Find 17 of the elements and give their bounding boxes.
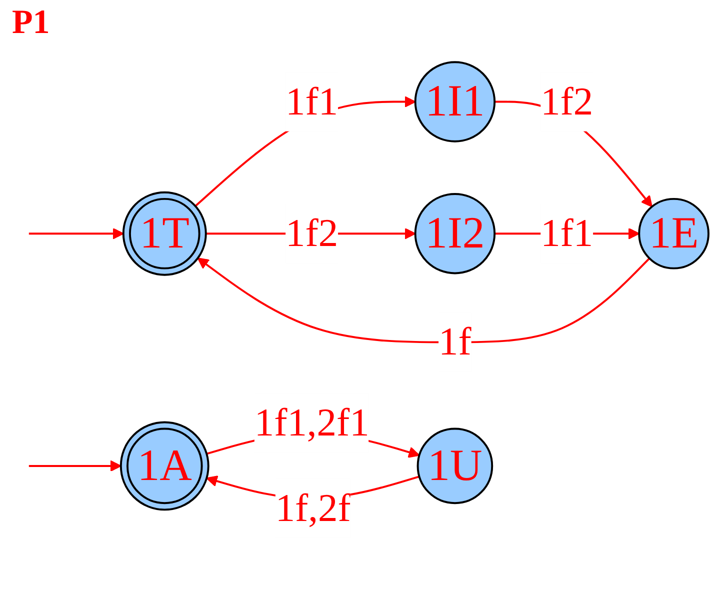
node-circle: 1I2 <box>414 193 496 274</box>
node-circle: 1A <box>120 421 210 511</box>
edge-label: 1f1,2f1 <box>254 402 370 445</box>
edge-label: 1f <box>438 320 472 364</box>
edge-label: 1f,2f <box>275 486 351 530</box>
edge-label: 1f2 <box>540 80 594 124</box>
edge-label: 1f2 <box>286 212 338 256</box>
diagram-label: P1 <box>12 4 50 41</box>
arrow <box>197 258 650 344</box>
node-circle: 1I1 <box>414 61 496 142</box>
arrow <box>28 460 122 472</box>
edge-label: 1f1 <box>540 212 594 256</box>
node-circle: 1U <box>416 428 494 504</box>
arrow <box>28 228 124 240</box>
node-circle: 1E <box>638 198 710 270</box>
edge-label: 1f1 <box>286 80 338 124</box>
node-circle: 1T <box>122 191 207 276</box>
